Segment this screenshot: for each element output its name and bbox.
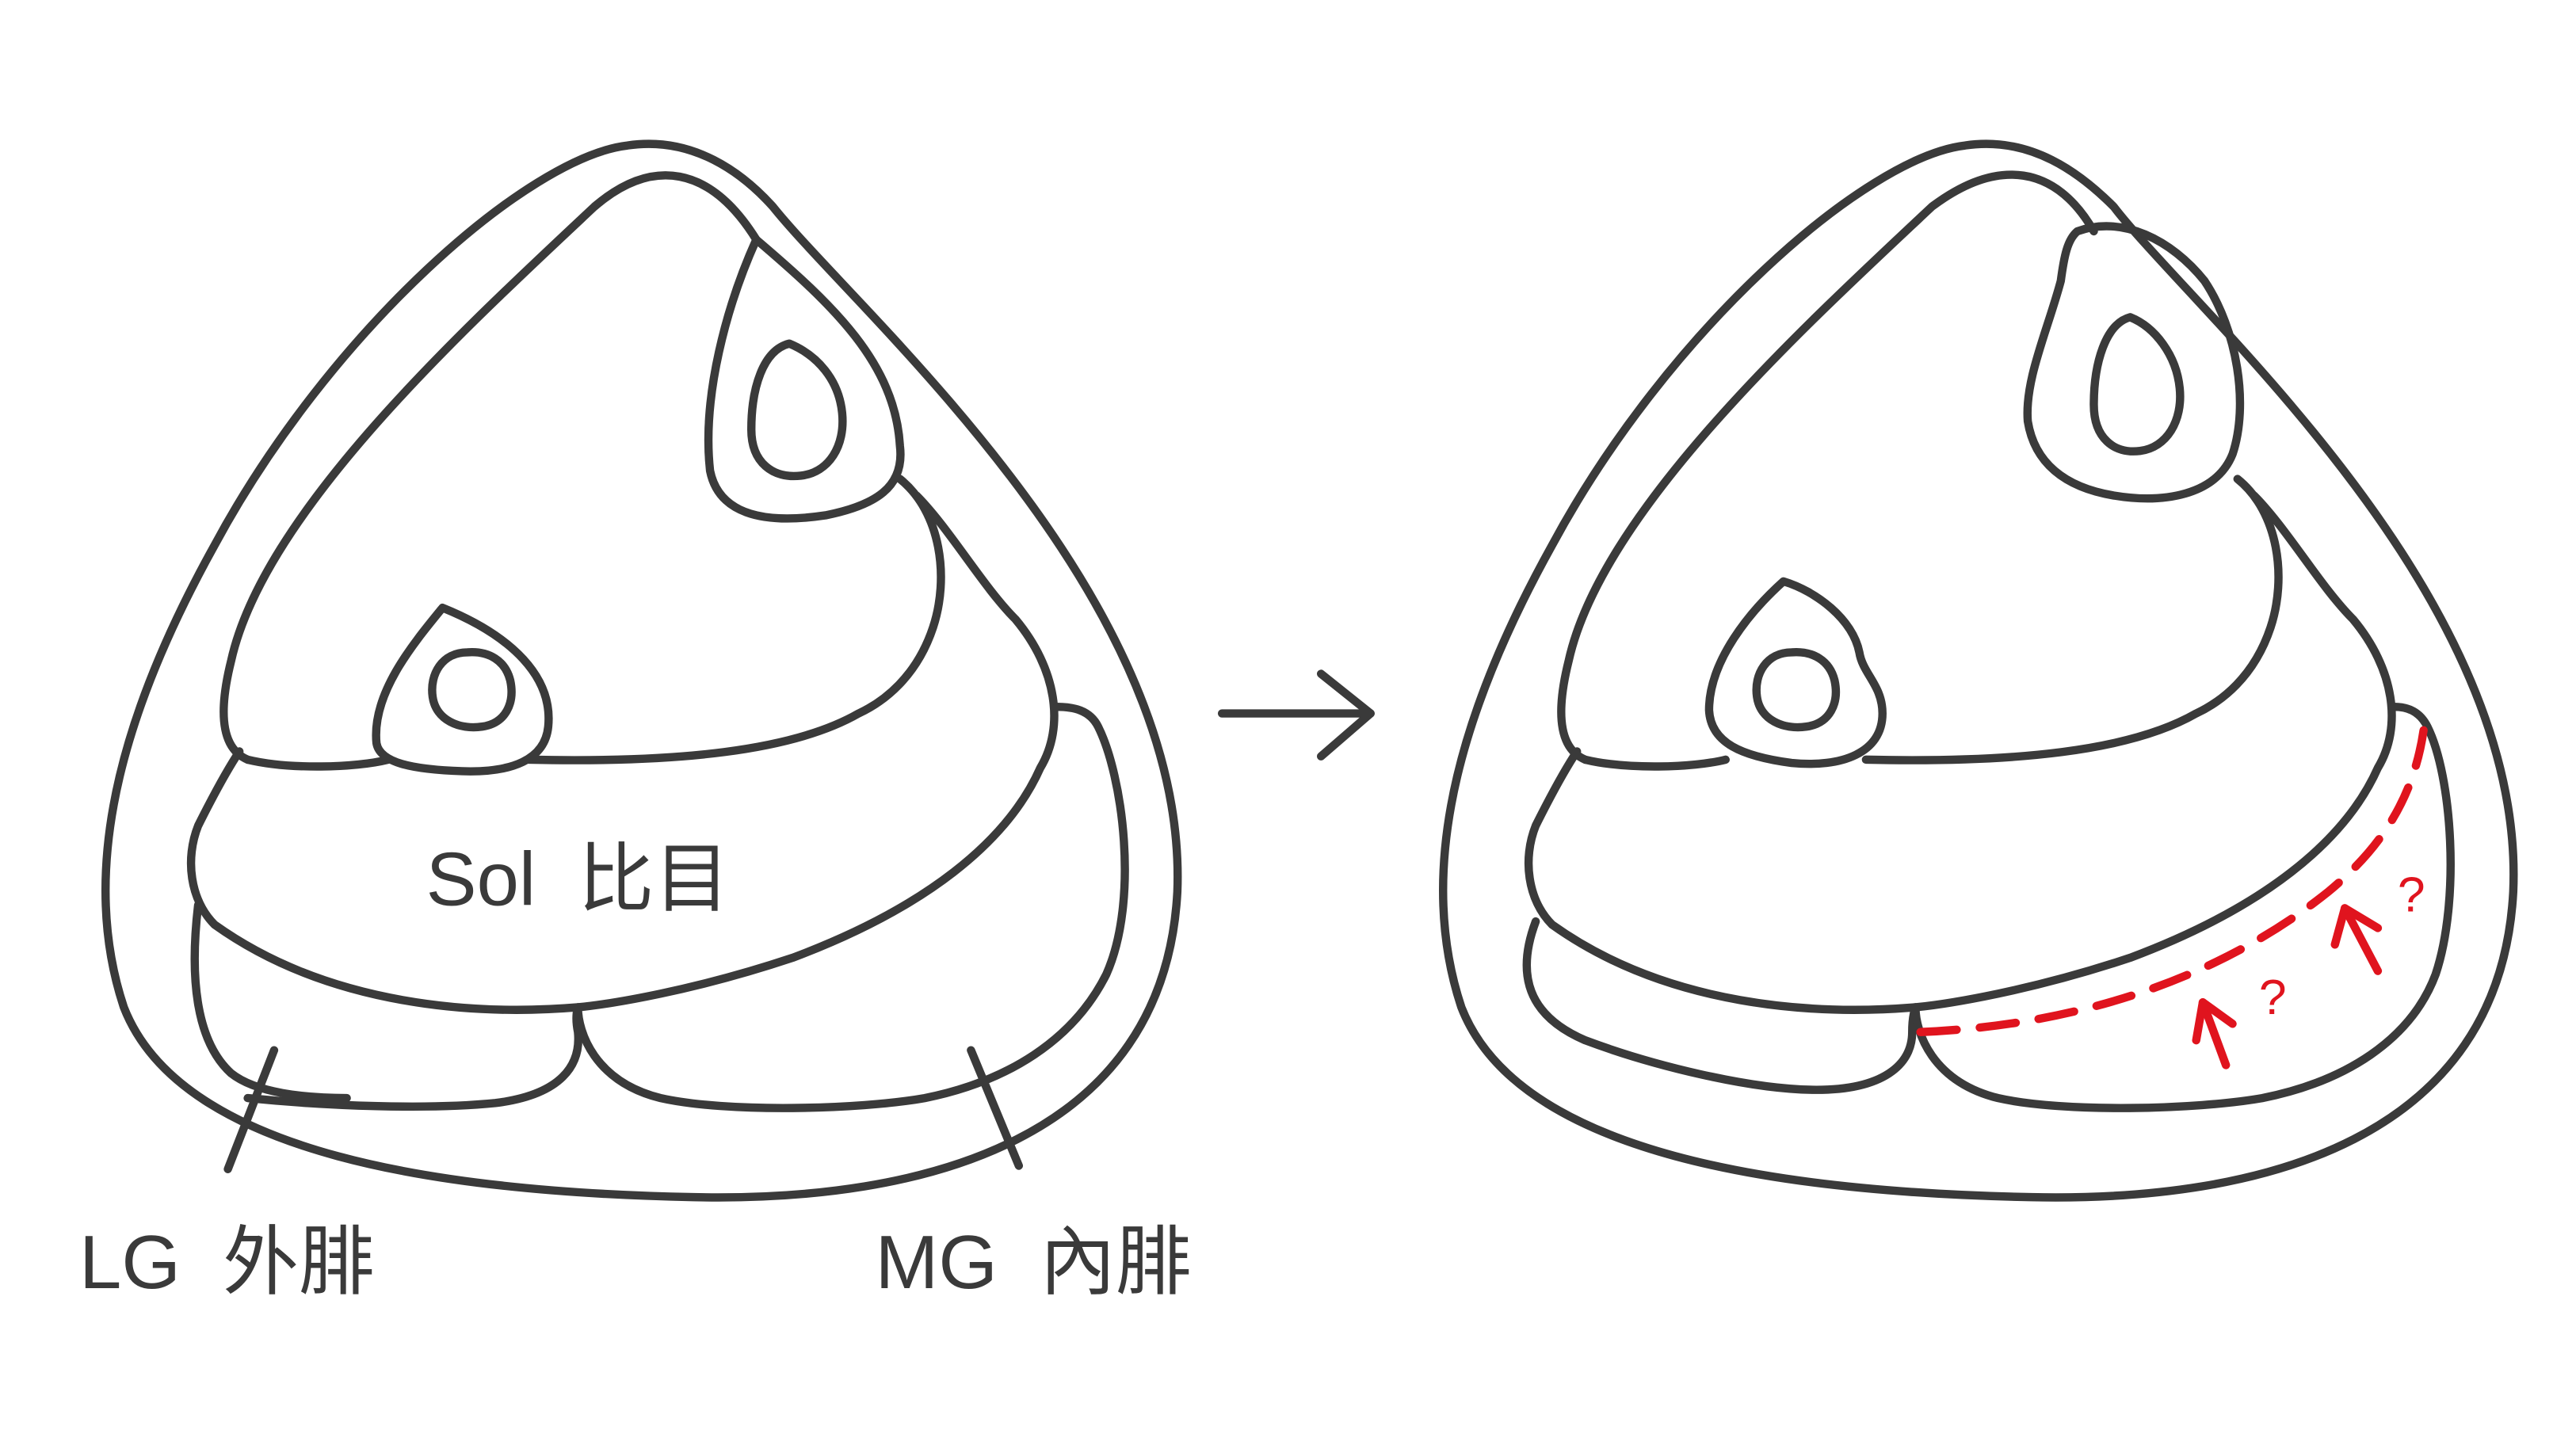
left-cross-section [101,139,1182,1202]
right-tibia-region [1704,577,1887,768]
left-outer-fascia [101,139,1182,1202]
right-fibula-bone [2089,313,2185,456]
right-inner-compartment [1557,170,2098,764]
right-arrow-icon [1217,669,1375,761]
right-tibialis-posterior [1581,475,2283,771]
question-mark-1: ? [2259,970,2287,1025]
left-inner-compartment [219,171,761,764]
left-medial-gastrocnemius [574,702,1129,1112]
up-arrow-icon [2192,998,2237,1069]
right-lateral-gastrocnemius [1522,917,1920,1094]
up-arrow-icon [2330,904,2383,975]
left-tibia-bone [428,648,516,732]
proposed-dashed-boundary [1916,722,2429,1036]
left-lateral-edge [190,901,351,1103]
lg-label: LG 外腓 [79,1220,375,1305]
mg-label: MG 內腓 [876,1220,1192,1305]
question-mark-2: ? [2398,867,2425,923]
left-tibia-region [372,603,553,776]
left-fibula-region [704,235,905,523]
sol-label: Sol 比目 [426,837,731,921]
left-fibula-bone [746,339,847,481]
right-medial-gastrocnemius [1911,702,2455,1112]
right-outer-fascia [1439,139,2518,1202]
left-soleus-boundary [186,491,1059,1014]
right-cross-section [1439,139,2518,1202]
left-lg-pointer [223,1046,279,1173]
right-annotations: ? ? [1916,722,2429,1069]
left-tibialis-posterior [243,475,945,771]
right-soleus-boundary [1524,491,2396,1014]
left-mg-pointer [967,1046,1024,1170]
right-tibia-bone [1752,648,1841,732]
right-fibula-region [2023,222,2245,503]
